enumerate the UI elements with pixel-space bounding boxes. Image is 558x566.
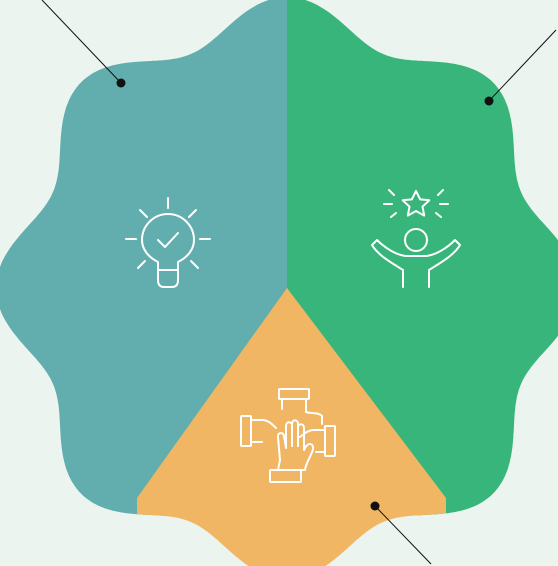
lightbulb-check-icon [125,197,211,288]
left-segment [0,0,287,566]
person-star-achievement-icon [371,189,461,288]
hands-teamwork-icon [240,388,336,483]
right-segment [287,0,558,566]
connector-right [484,29,557,106]
connector-left [41,0,126,88]
connector-bottom [370,501,432,565]
